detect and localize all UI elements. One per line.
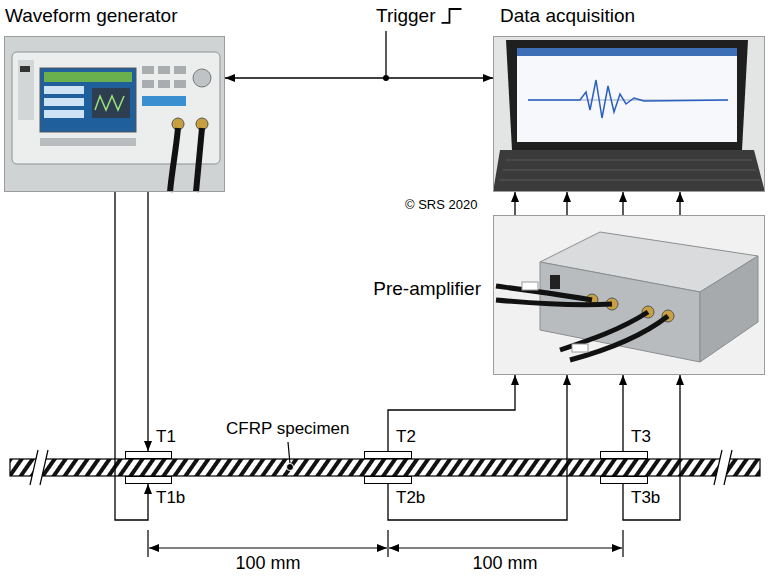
specimen-bar <box>10 459 760 476</box>
transducer: T2 <box>364 451 412 459</box>
instrument-photo: Data acquisition <box>493 36 765 192</box>
node-heading: Waveform generator <box>5 5 177 27</box>
generator-photo <box>174 66 186 74</box>
node-heading: Pre-amplifier <box>373 278 481 300</box>
signal-wire <box>115 192 148 520</box>
generator-photo <box>18 60 34 120</box>
leader-line <box>288 442 290 464</box>
dimension-label: 100 mm <box>472 553 537 574</box>
leader-line <box>385 31 386 75</box>
transducer-label: T1 <box>156 427 176 447</box>
laptop-photo <box>499 180 760 181</box>
signal-wire <box>622 192 623 215</box>
signal-wire <box>514 192 515 215</box>
generator-photo <box>44 86 84 94</box>
generator-photo <box>44 110 84 118</box>
specimen-bar <box>10 450 760 485</box>
specimen-bar <box>724 450 732 485</box>
preamp-photo <box>493 215 765 375</box>
dimension-line <box>148 530 623 557</box>
laptop-photo <box>506 40 748 150</box>
laptop-photo <box>517 48 737 142</box>
laptop-photo <box>506 160 752 161</box>
signal-wire <box>623 375 680 520</box>
specimen-bar <box>40 450 48 485</box>
leader-line <box>287 464 294 471</box>
step-symbol <box>441 9 461 23</box>
laptop-photo <box>493 150 765 192</box>
generator-photo <box>158 80 170 88</box>
generator-photo <box>12 52 220 164</box>
generator-photo <box>4 36 225 192</box>
generator-photo <box>40 68 136 132</box>
signal-wire <box>388 375 567 520</box>
generator-photo <box>40 138 136 146</box>
signal-wire <box>147 192 148 451</box>
signal-wire <box>566 192 567 215</box>
junction-dot <box>383 75 389 81</box>
generator-photo <box>193 69 211 87</box>
preamp-photo <box>540 262 700 362</box>
transducer-label: T2b <box>396 488 425 508</box>
generator-photo <box>170 128 178 192</box>
transducer: T2b <box>364 476 412 484</box>
preamp-photo <box>496 300 612 305</box>
generator-photo <box>92 88 130 118</box>
transducer: T1 <box>125 451 172 459</box>
laptop-photo <box>528 80 728 118</box>
generator-photo <box>4 36 225 192</box>
laptop-photo <box>493 36 765 192</box>
instrument-photo: Pre-amplifier <box>493 215 765 375</box>
dimension-label: 100 mm <box>235 553 300 574</box>
generator-photo <box>142 66 154 74</box>
preamp-photo <box>700 256 758 362</box>
preamp-photo <box>550 275 560 289</box>
preamp-photo <box>522 282 538 290</box>
signal-wire <box>225 77 493 78</box>
transducer-label: T3 <box>631 427 651 447</box>
preamp-photo <box>493 215 765 375</box>
part-label: CFRP specimen <box>226 419 349 439</box>
specimen-bar <box>30 450 48 485</box>
specimen-bar <box>714 450 732 485</box>
transducer: T3 <box>600 451 648 459</box>
generator-photo <box>142 80 154 88</box>
dimension-line <box>389 547 622 548</box>
transducer-label: T3b <box>631 488 660 508</box>
dimension-line <box>622 530 623 557</box>
transducer: T1b <box>125 476 172 484</box>
transducer-label: T1b <box>156 488 185 508</box>
signal-wire <box>622 375 623 451</box>
transducer-label: T2 <box>396 427 416 447</box>
preamp-photo <box>570 316 668 360</box>
node-heading: Data acquisition <box>500 5 635 27</box>
transducer: T3b <box>600 476 648 484</box>
preamp-photo <box>572 344 588 352</box>
dimension-line <box>147 530 148 557</box>
signal-wire <box>679 192 680 215</box>
generator-photo <box>44 98 84 106</box>
laptop-photo <box>503 170 756 171</box>
signal-label: Trigger <box>376 5 435 27</box>
generator-photo <box>158 66 170 74</box>
leader-line <box>287 442 294 471</box>
laptop-photo <box>517 48 737 56</box>
dimension-line <box>149 547 387 548</box>
signal-wire <box>388 375 515 451</box>
specimen-bar <box>30 450 38 485</box>
copyright-note: © SRS 2020 <box>405 198 477 213</box>
generator-photo <box>95 96 124 110</box>
laptop-photo <box>493 36 765 192</box>
preamp-photo <box>496 286 592 300</box>
dimension-line <box>387 530 388 557</box>
instrument-photo: Waveform generator <box>4 36 225 192</box>
generator-photo <box>44 72 132 82</box>
generator-photo <box>20 66 30 72</box>
generator-photo <box>142 96 186 106</box>
generator-photo <box>196 128 202 192</box>
generator-photo <box>174 80 186 88</box>
specimen-bar <box>714 450 722 485</box>
